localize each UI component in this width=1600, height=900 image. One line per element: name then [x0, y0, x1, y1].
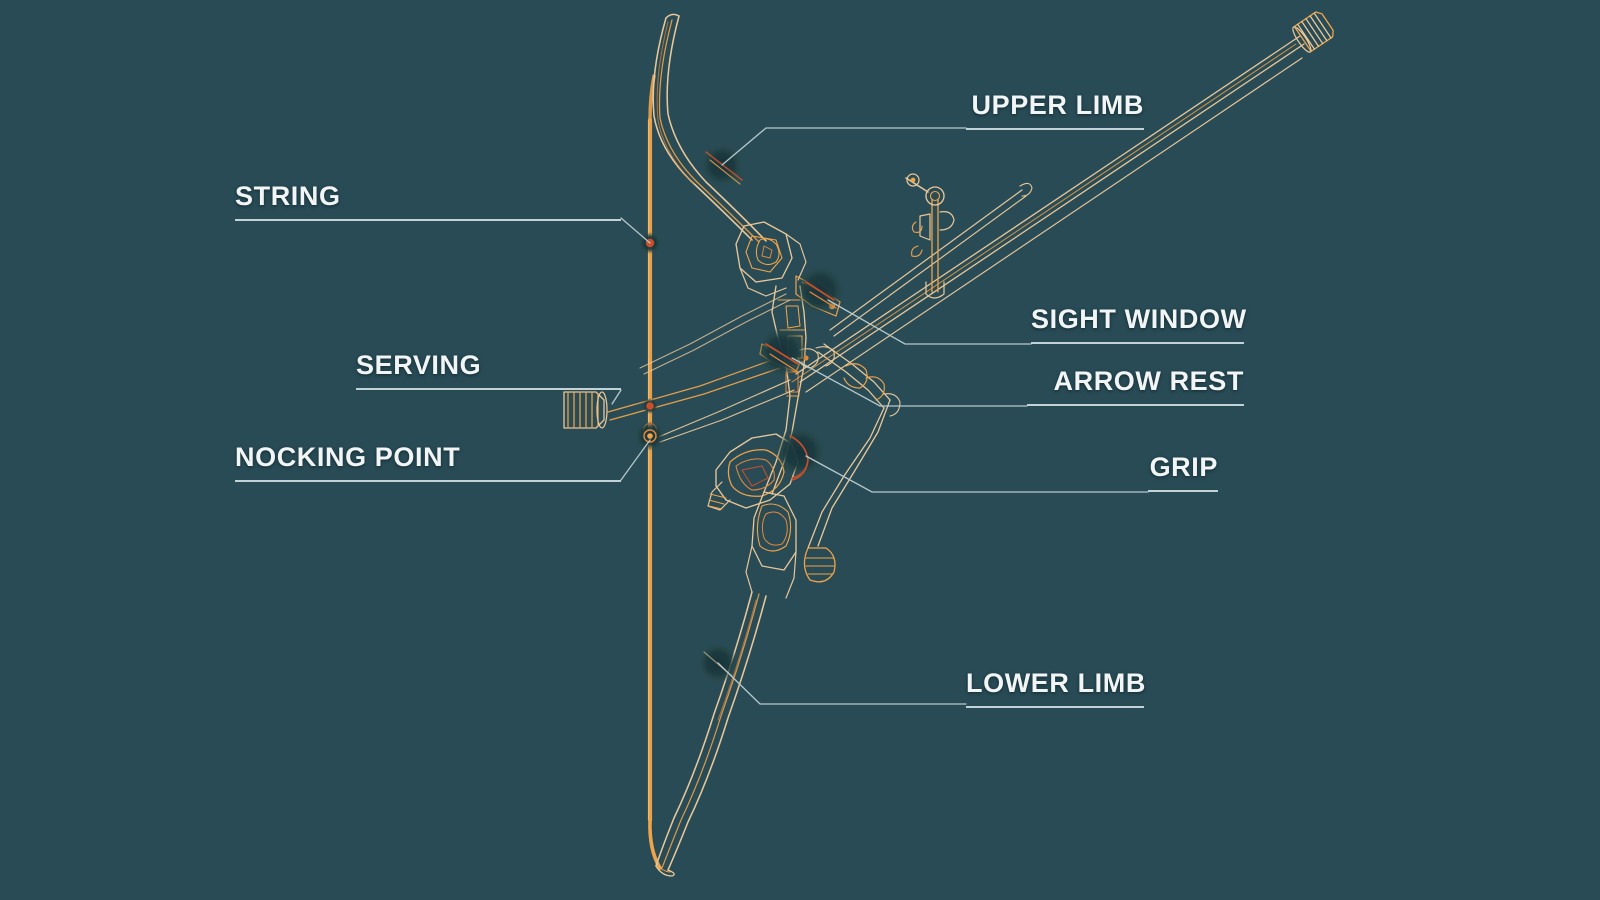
leader-serving	[611, 389, 622, 405]
label-upper-limb-rule	[966, 128, 1144, 130]
label-string: STRING	[235, 183, 621, 221]
leader-lower-limb	[717, 662, 967, 705]
label-serving-text: SERVING	[356, 350, 482, 380]
upper-limb	[652, 13, 767, 243]
leader-sight-window	[827, 299, 1032, 345]
label-sight-window-rule	[1031, 342, 1244, 344]
label-lower-limb-rule	[966, 706, 1144, 708]
lower-limb-pocket	[745, 491, 797, 599]
upper-limb-pocket	[735, 221, 807, 297]
label-grip-text: GRIP	[1149, 452, 1218, 482]
label-nocking-point: NOCKING POINT	[235, 444, 621, 482]
leader-arrow-rest	[791, 357, 1028, 407]
label-nocking-point-rule	[235, 480, 621, 482]
lower-limb	[655, 591, 767, 877]
bow-cables	[607, 293, 795, 443]
label-sight-window-text: SIGHT WINDOW	[1031, 304, 1247, 334]
leader-grip	[805, 455, 1149, 493]
label-grip-rule	[1148, 490, 1218, 492]
label-upper-limb: UPPER LIMB	[966, 92, 1144, 130]
leader-upper-limb	[721, 127, 967, 166]
label-nocking-point-text: NOCKING POINT	[235, 442, 461, 472]
label-sight-window: SIGHT WINDOW	[1031, 304, 1247, 344]
label-lower-limb-text: LOWER LIMB	[966, 668, 1146, 698]
leader-string	[620, 217, 651, 244]
label-arrow-rest-text: ARROW REST	[1053, 366, 1244, 396]
label-grip: GRIP	[1148, 454, 1218, 492]
leader-nocking-point	[620, 439, 651, 481]
label-arrow-rest: ARROW REST	[1027, 368, 1244, 406]
label-string-text: STRING	[235, 181, 341, 211]
label-serving: SERVING	[356, 352, 621, 390]
arrow-and-stabilizer	[791, 11, 1334, 393]
label-lower-limb: LOWER LIMB	[966, 668, 1146, 708]
bow-sight-assembly	[905, 173, 955, 299]
label-arrow-rest-rule	[1027, 404, 1244, 406]
label-string-rule	[235, 219, 621, 221]
label-upper-limb-text: UPPER LIMB	[971, 90, 1144, 120]
label-serving-rule	[356, 388, 621, 390]
